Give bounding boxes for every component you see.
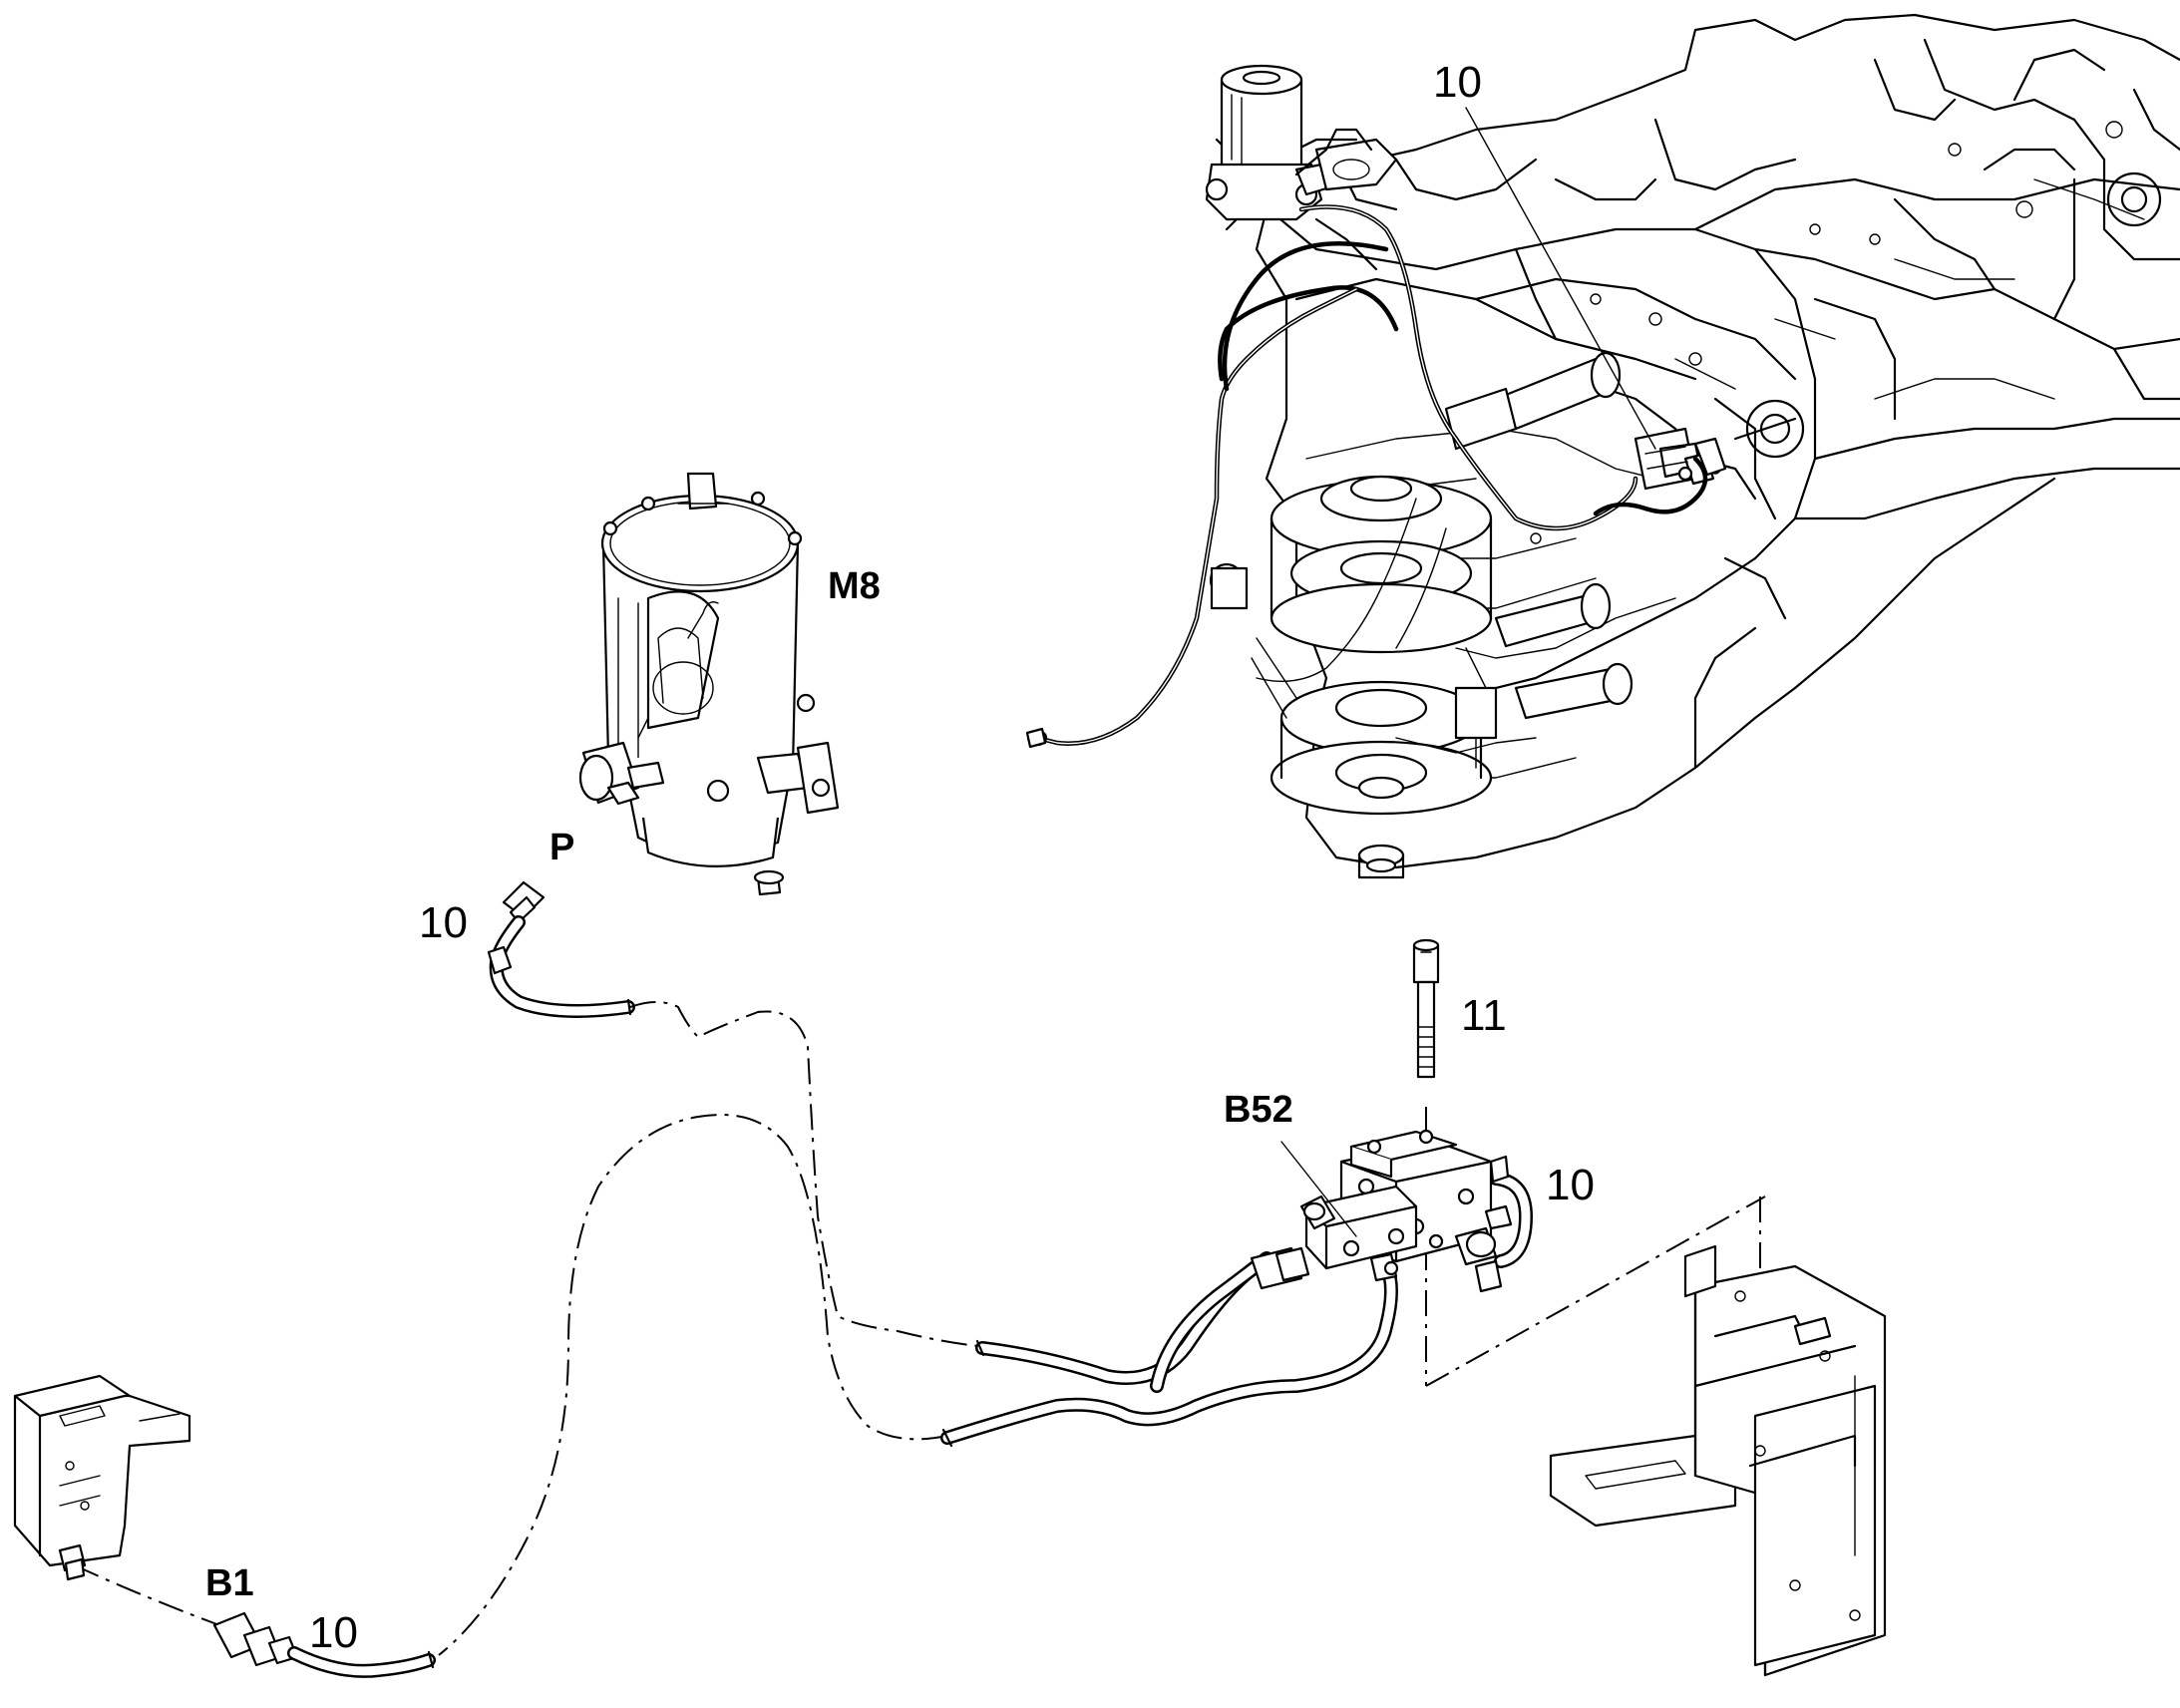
mounting-bracket-left — [13, 1374, 191, 1581]
callout-hose-10: 10 — [419, 898, 468, 947]
sensor-b1 — [212, 1611, 436, 1678]
lubrication-pump-on-chassis — [1205, 64, 1398, 221]
leader-lines — [637, 107, 1656, 1237]
callout-bolt-11: 11 — [1461, 991, 1507, 1040]
callout-top-10: 10 — [1433, 58, 1482, 107]
bolt-11 — [1412, 938, 1440, 1079]
label-p: P — [549, 827, 574, 868]
callout-block-10: 10 — [1546, 1161, 1595, 1209]
label-m8: M8 — [828, 565, 881, 607]
hose-from-port — [487, 880, 635, 1018]
routing-dashed-lines — [74, 1001, 1766, 1656]
slewing-stack — [1209, 351, 1634, 879]
wiring-harness — [1025, 204, 1708, 749]
valve-block-b52 — [1250, 1129, 1513, 1293]
connector-block-top — [1634, 427, 1727, 491]
mounting-bracket-right — [1549, 1244, 1887, 1677]
lubrication-pump-m8 — [578, 472, 840, 896]
label-b1: B1 — [205, 1562, 254, 1604]
label-b52: B52 — [1224, 1089, 1293, 1131]
callout-sensor-10: 10 — [309, 1608, 358, 1657]
